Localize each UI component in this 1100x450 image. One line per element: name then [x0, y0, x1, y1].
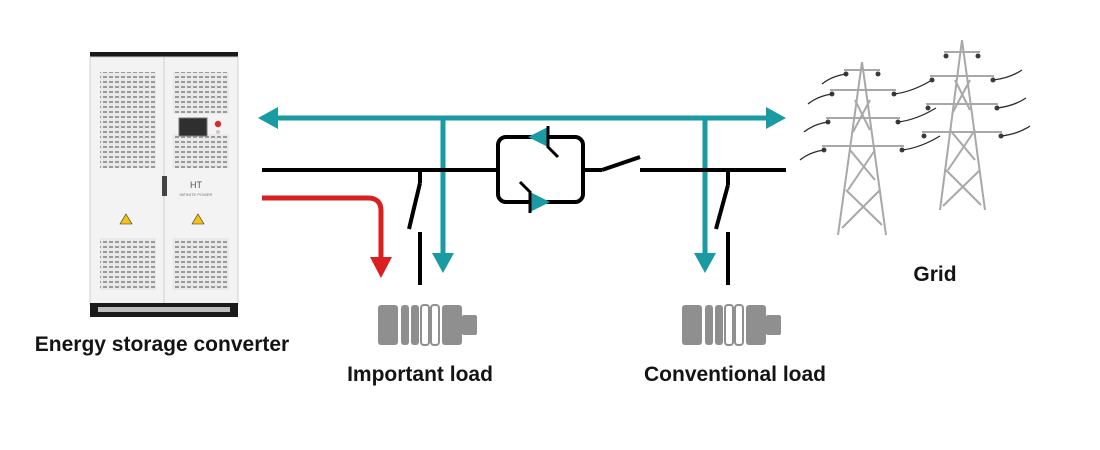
conventional-load-icon: [682, 304, 781, 346]
important-load-icon: [378, 304, 477, 346]
red-power-arrow: [262, 195, 392, 278]
transmission-tower-right: [922, 39, 1002, 211]
teal-bus: [258, 107, 786, 273]
energy-storage-converter-label: Energy storage converter: [34, 333, 290, 356]
conventional-load-label: Conventional load: [643, 363, 827, 386]
energy-storage-converter-cabinet: HT INFINITE POWER: [89, 52, 239, 317]
transmission-tower-left: [822, 61, 904, 236]
power-line-left: [262, 168, 498, 285]
thyristor-bottom: [518, 180, 550, 213]
tower-right-insulators: [921, 53, 1004, 139]
cabinet-subbrand: INFINITE POWER: [180, 192, 213, 197]
bypass-switch: [496, 135, 641, 204]
thyristor-top: [528, 126, 560, 159]
power-line-right: [640, 168, 786, 285]
warning-icon: [191, 213, 205, 225]
grid-cables: [799, 69, 1031, 161]
cabinet-brand: HT: [190, 180, 202, 190]
warning-icon: [119, 213, 133, 225]
grid-label: Grid: [913, 263, 957, 286]
important-load-label: Important load: [347, 363, 493, 386]
